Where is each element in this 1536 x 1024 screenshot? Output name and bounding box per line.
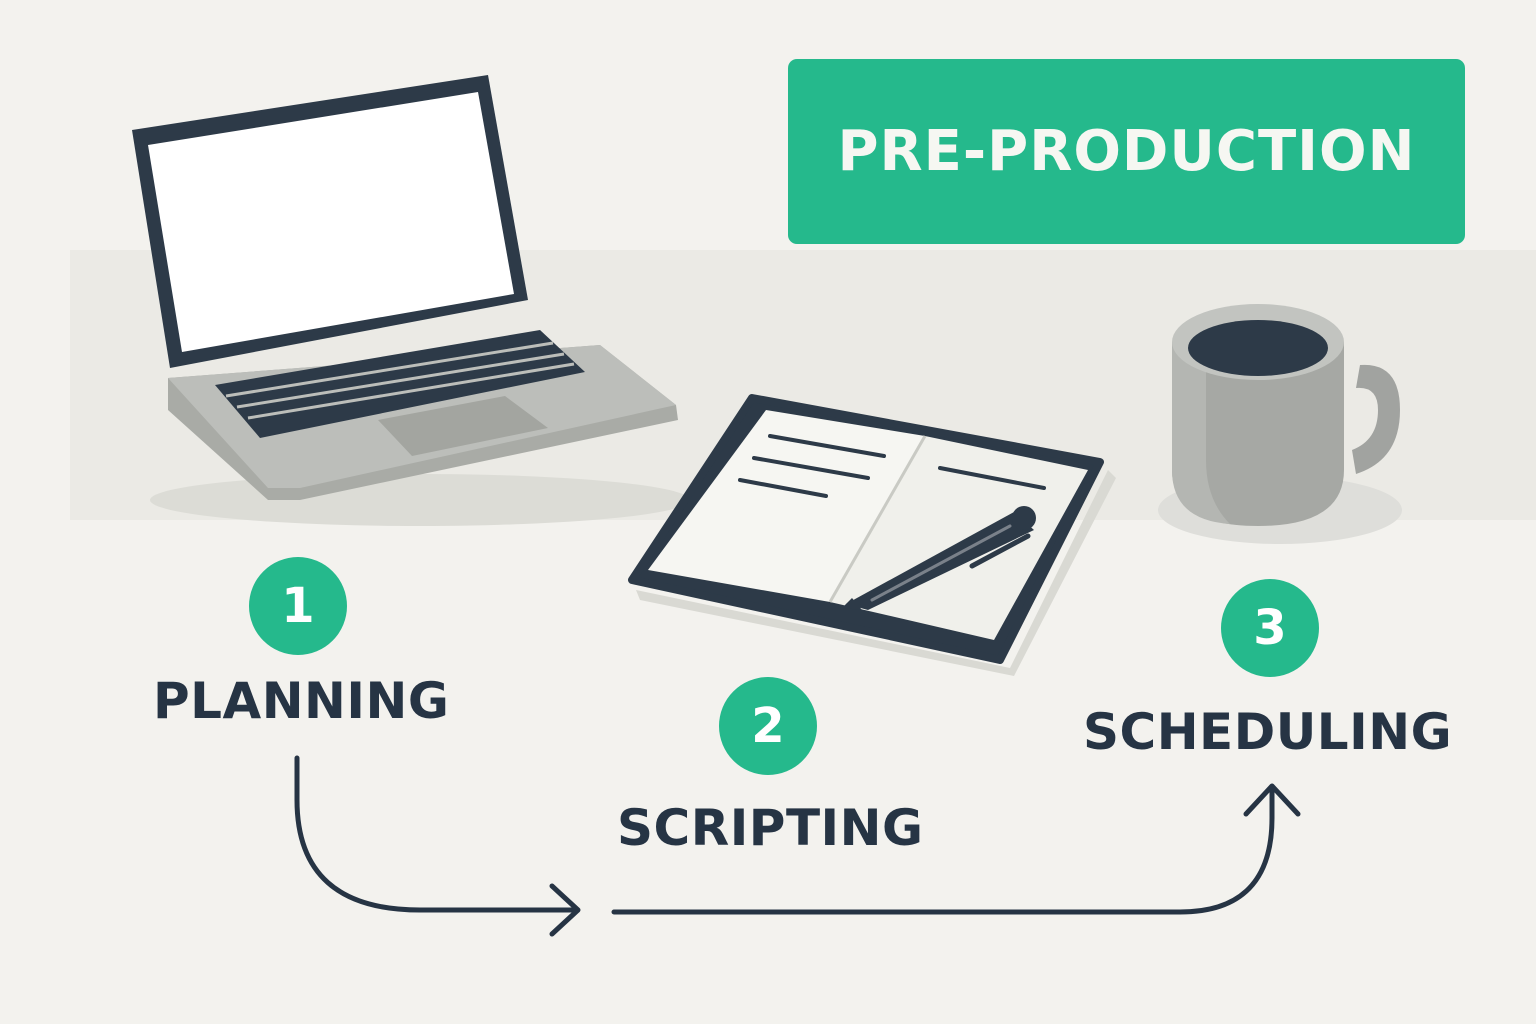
- laptop-screen: [148, 92, 514, 352]
- laptop-trackpad: [378, 396, 548, 456]
- pen-icon: [842, 506, 1036, 610]
- laptop-keyboard: [215, 330, 585, 438]
- phase-title: PRE-PRODUCTION: [837, 119, 1416, 184]
- flow-arrow: [294, 755, 1301, 937]
- step-3-number: 3: [1253, 600, 1287, 656]
- step-2-number: 2: [751, 698, 785, 754]
- notebook-pen-icon: [628, 394, 1116, 676]
- step-3-label: SCHEDULING: [1083, 703, 1453, 761]
- arrow-planning-to-scripting: [294, 755, 577, 913]
- laptop-icon: [132, 75, 690, 526]
- step-3-badge: 3: [1221, 579, 1319, 677]
- arrow-head-up-icon: [1243, 783, 1301, 817]
- step-1-badge: 1: [249, 557, 347, 655]
- coffee-mug-icon: [1158, 304, 1402, 544]
- step-1-label: PLANNING: [153, 672, 450, 730]
- step-2-label: SCRIPTING: [617, 799, 924, 857]
- arrow-head-right-icon: [549, 883, 581, 937]
- phase-banner: PRE-PRODUCTION: [788, 59, 1465, 244]
- step-1-number: 1: [281, 578, 315, 634]
- arrow-scripting-to-scheduling: [611, 787, 1275, 915]
- step-2-badge: 2: [719, 677, 817, 775]
